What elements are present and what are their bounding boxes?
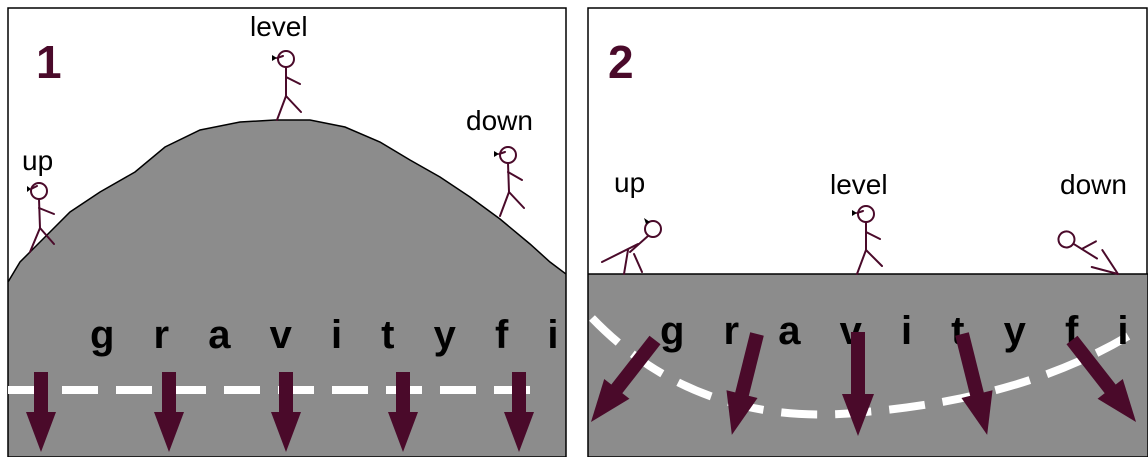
panel-2: g r a v i t y f i e l d [578, 8, 1148, 457]
walker-label: down [466, 105, 533, 136]
walker-label: level [830, 169, 888, 200]
walker-label: down [1060, 169, 1127, 200]
walker-label: level [250, 11, 308, 42]
walker-label: up [614, 167, 645, 198]
panel-1-number: 1 [36, 36, 62, 88]
walker-label: up [22, 145, 53, 176]
panel-2-number: 2 [608, 36, 634, 88]
